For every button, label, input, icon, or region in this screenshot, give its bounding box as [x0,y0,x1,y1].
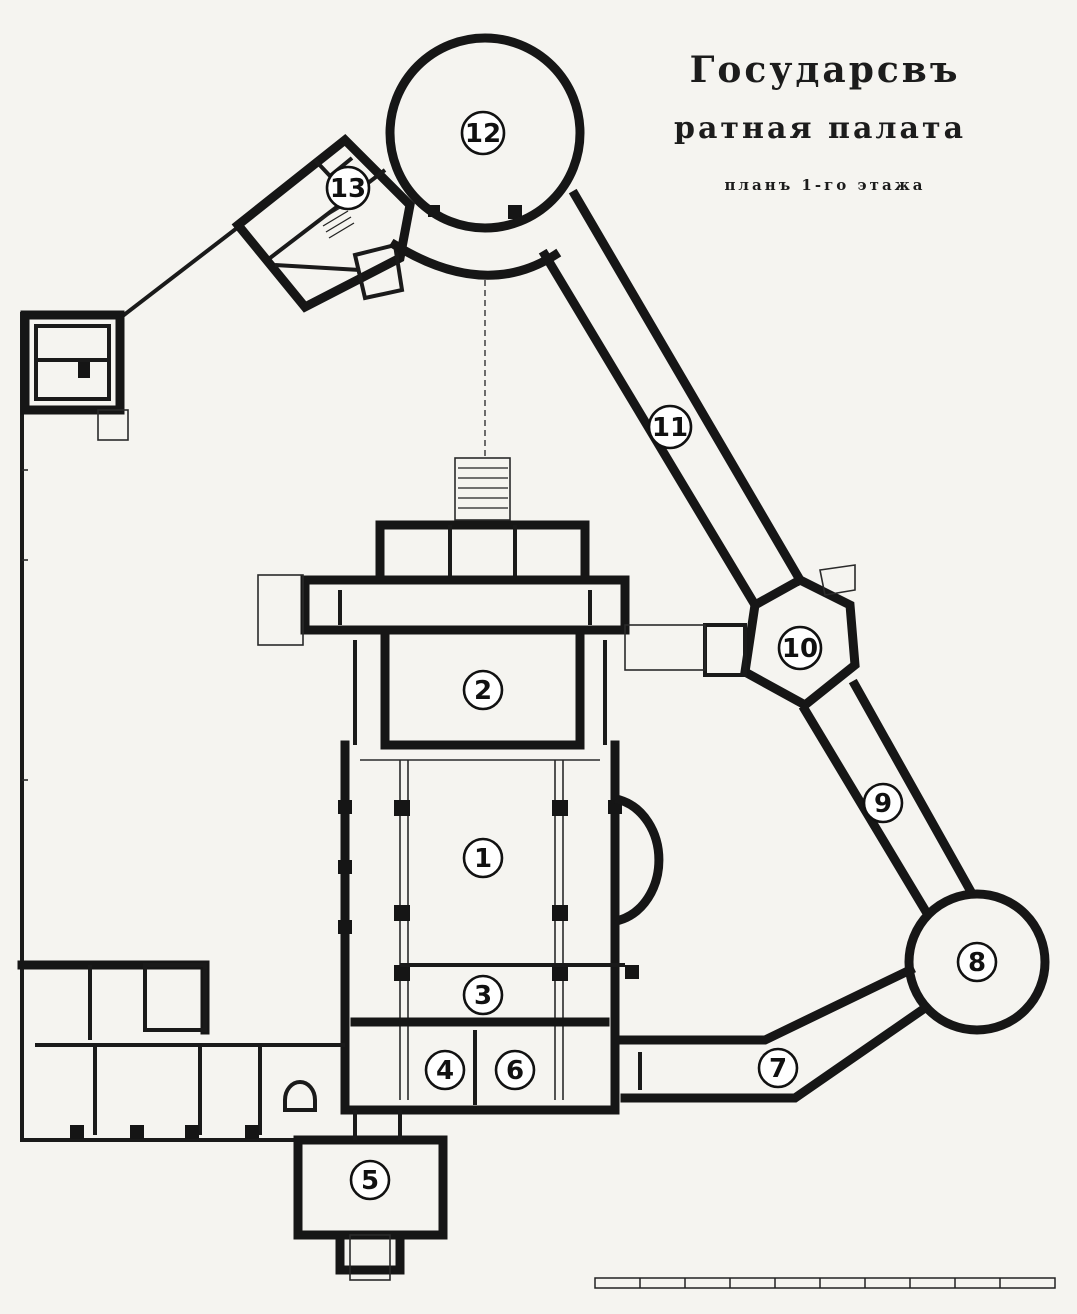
room-marker-2: 2 [462,669,504,711]
room-markers: 1 2 3 4 5 6 7 8 [325,110,998,1201]
room-marker-6: 6 [494,1049,536,1091]
room-marker-7: 7 [757,1047,799,1089]
room-marker-9: 9 [862,782,904,824]
room-label-12: 12 [465,119,501,149]
room-marker-11: 11 [647,404,693,450]
room-label-6: 6 [506,1056,524,1086]
room-label-2: 2 [474,676,492,706]
room-marker-5: 5 [349,1159,391,1201]
room-marker-10: 10 [777,625,823,671]
title-line-2: ратная палата [674,111,966,146]
perimeter-wall [20,216,340,1142]
room-label-8: 8 [968,948,986,978]
title-block: Государсвъ ратная палата планъ 1-го этаж… [674,49,966,194]
room-marker-4: 4 [424,1049,466,1091]
room-marker-12: 12 [460,110,506,156]
room-label-7: 7 [769,1054,787,1084]
room-marker-3: 3 [462,974,504,1016]
room-marker-1: 1 [462,837,504,879]
room-label-9: 9 [874,789,892,819]
gallery-7 [615,963,932,1103]
plan-subtitle: планъ 1-го этажа [724,176,925,194]
east-round-tower [904,889,1050,1035]
room-label-1: 1 [474,844,492,874]
room-label-5: 5 [361,1166,379,1196]
porch [293,1110,448,1281]
south-west-block [17,960,345,1139]
title-line-1: Государсвъ [690,49,961,91]
room-marker-8: 8 [956,941,998,983]
room-marker-13: 13 [325,165,371,211]
room-label-11: 11 [652,413,688,443]
hex-tower [703,564,860,711]
room-label-13: 13 [330,174,366,204]
north-stair [458,467,508,509]
north-round-tower [385,33,585,280]
room-label-10: 10 [782,634,818,664]
gate-tower [20,310,129,441]
room-label-4: 4 [436,1056,454,1086]
scale-bar [594,1277,1056,1289]
main-building [257,457,706,1115]
north-annex [231,133,522,313]
room-label-3: 3 [474,981,492,1011]
